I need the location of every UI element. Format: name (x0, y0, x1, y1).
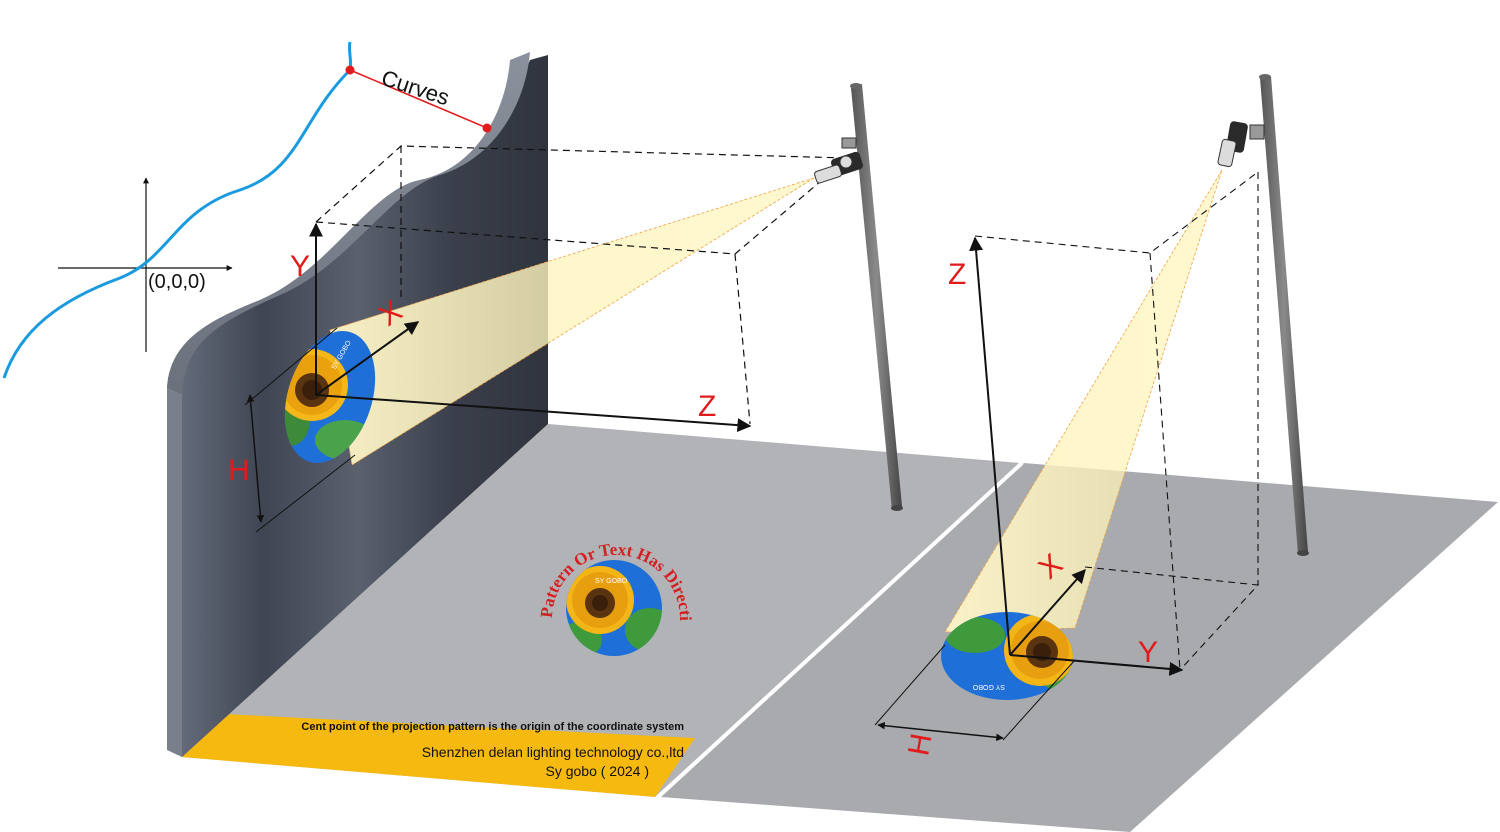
wall-axis-h: H (228, 454, 250, 487)
projector-right-icon (1217, 121, 1265, 168)
floor-right (661, 463, 1498, 832)
pole-icon (850, 83, 903, 511)
wall-axis-y: Y (290, 250, 310, 283)
projector-icon (814, 137, 864, 184)
origin-label: (0,0,0) (148, 271, 206, 293)
footer-line-2: Shenzhen delan lighting technology co.,l… (422, 744, 684, 760)
footer-line-3: Sy gobo ( 2024 ) (545, 763, 649, 779)
floor-axis-y: Y (1138, 636, 1158, 669)
floor-gobo-tag: SY GOBO (972, 683, 1005, 690)
floor-divider (656, 461, 1024, 799)
curve-point-start (345, 65, 355, 75)
footer-text: Cent point of the projection pattern is … (301, 721, 684, 779)
wall-axis-z: Z (698, 390, 716, 423)
wall-dashed-box (315, 145, 849, 425)
floor-axes: Z X Y H (874, 236, 1184, 758)
floor-axis-z: Z (948, 258, 966, 291)
curves-indicator: Curves (345, 65, 492, 133)
floor-dashed-box (974, 171, 1260, 671)
floor-beam (944, 169, 1223, 633)
center-gobo-tag: SY GOBO (595, 578, 628, 585)
curve-point-end (482, 123, 492, 133)
curves-label: Curves (378, 65, 452, 110)
pole-right (1259, 74, 1309, 556)
footer-line-1: Cent point of the projection pattern is … (301, 721, 684, 733)
footer-band (182, 713, 695, 797)
wall-axes: Y X Z H (228, 222, 752, 533)
